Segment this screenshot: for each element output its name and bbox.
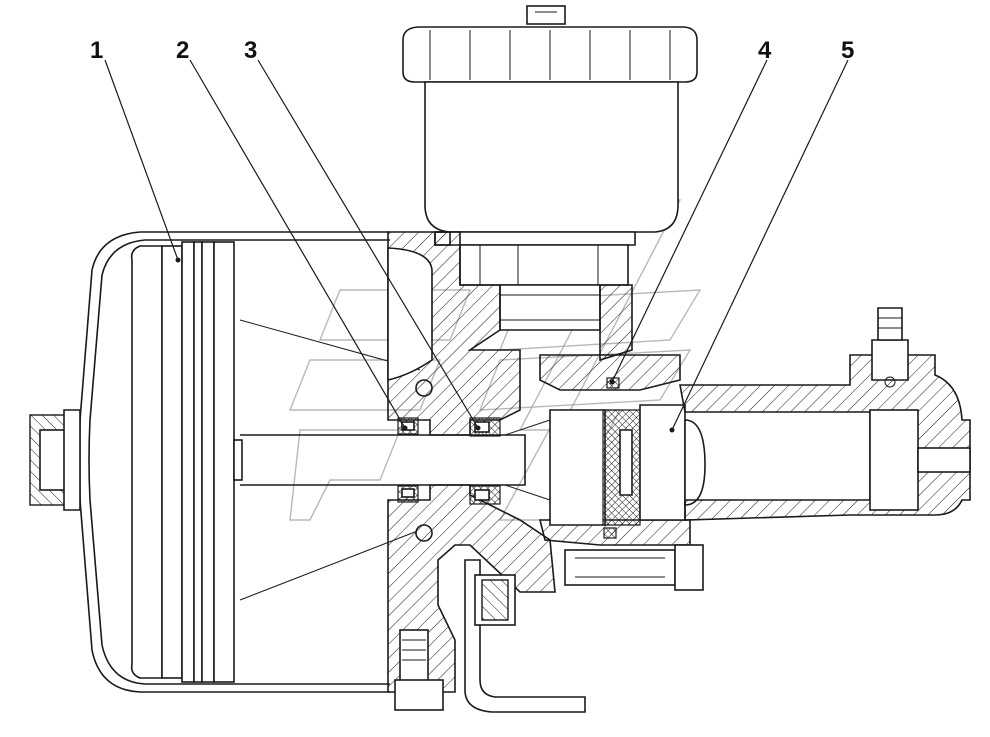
leader-5 [671,59,849,431]
callout-label-5: 5 [841,37,854,64]
leader-3 [257,59,479,429]
reservoir-cap [402,5,698,83]
mounting-bolt-bottom [394,629,444,711]
air-inlet-fitting [29,409,81,511]
leader-2 [189,59,406,429]
mounting-bracket [464,559,586,713]
callout-leaders [104,59,849,433]
fluid-reservoir [424,81,679,246]
callout-label-1: 1 [90,37,103,64]
callout-label-3: 3 [244,37,257,64]
leader-4 [611,59,768,383]
callout-label-4: 4 [758,37,772,64]
hydraulic-piston [504,404,706,526]
callout-labels: 1 2 3 4 5 [90,37,854,64]
callout-label-2: 2 [176,37,189,64]
mounting-bolt-lower [564,544,704,591]
power-piston [130,241,243,683]
reservoir-adapter-nut [459,244,629,331]
hydraulic-cylinder [679,307,971,521]
leader-1 [104,59,179,261]
